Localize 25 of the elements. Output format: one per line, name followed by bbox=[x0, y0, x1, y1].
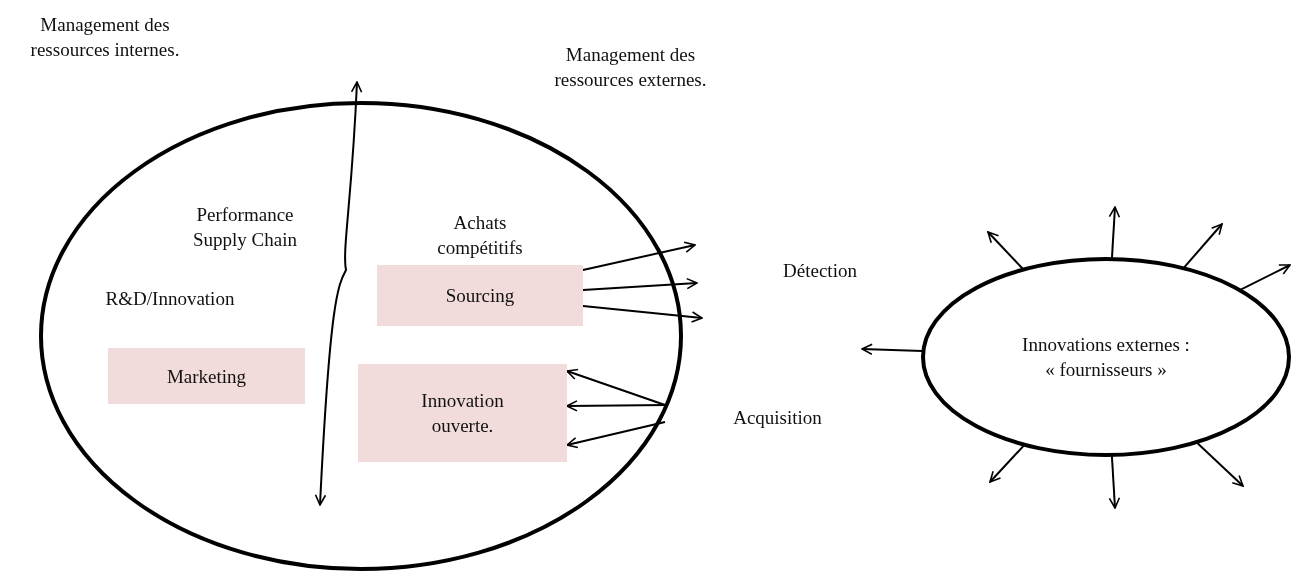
label-text: R&D/Innovation bbox=[104, 287, 236, 311]
arrow bbox=[566, 368, 666, 406]
arrow bbox=[582, 241, 696, 271]
arrow bbox=[1183, 223, 1223, 269]
arrow bbox=[861, 343, 924, 356]
heading-text: Management des ressources internes. bbox=[29, 13, 181, 62]
arrow bbox=[1108, 206, 1121, 260]
arrow bbox=[582, 305, 703, 323]
arrow bbox=[989, 444, 1025, 483]
arrow bbox=[1108, 454, 1121, 509]
arrow bbox=[582, 277, 698, 291]
process-box: Marketing bbox=[108, 348, 305, 404]
process-box: Innovation ouverte. bbox=[358, 364, 567, 462]
ellipse-shape bbox=[38, 100, 684, 572]
process-box: Sourcing bbox=[377, 265, 583, 326]
ellipse-node: Innovations externes : « fournisseurs » bbox=[920, 256, 1291, 458]
arrow bbox=[1196, 441, 1244, 487]
label-text: Performance Supply Chain bbox=[192, 203, 298, 252]
heading-text: Management des ressources externes. bbox=[553, 43, 708, 92]
arrow bbox=[987, 231, 1024, 270]
label-text: Détection bbox=[782, 259, 858, 283]
arrow bbox=[1239, 264, 1291, 291]
arrow bbox=[566, 421, 666, 449]
label-text: Achats compétitifs bbox=[436, 211, 524, 260]
label-text: Acquisition bbox=[732, 406, 823, 430]
